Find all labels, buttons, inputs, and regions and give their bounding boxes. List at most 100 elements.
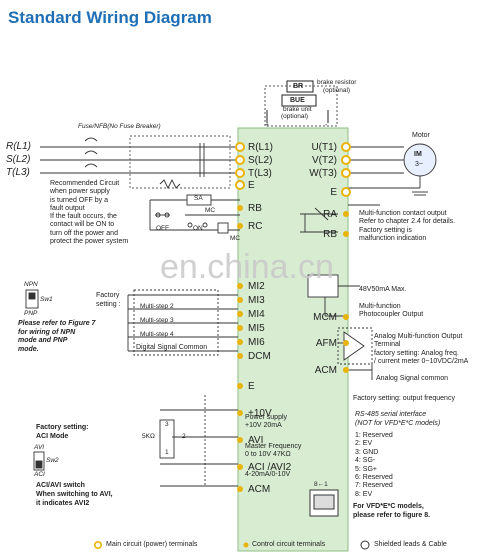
digital-signal-common-label: Digital Signal Common	[136, 344, 208, 351]
rs485-pin-item: 6: Reserved	[355, 474, 393, 482]
left-terminal-mi2-marker	[237, 283, 243, 289]
pot-pin-3: 3	[165, 421, 169, 428]
right-terminal-w-label: W(T3)	[309, 168, 337, 179]
relay-circuit	[149, 194, 240, 234]
left-terminal-acm-marker	[237, 486, 243, 492]
input-lines	[40, 135, 238, 190]
motor-label: Motor	[412, 132, 430, 139]
right-terminal-rb-marker	[343, 231, 349, 237]
page-title: Standard Wiring Diagram	[8, 8, 212, 27]
right-terminal-w-marker	[341, 168, 351, 178]
left-terminal-v10-label: +10V	[248, 408, 272, 419]
input-r-label: R(L1)	[6, 141, 32, 152]
left-terminal-avi-label: AVI	[248, 435, 264, 446]
right-terminal-e-label: E	[330, 187, 337, 198]
left-terminal-v10-marker	[237, 410, 243, 416]
right-terminal-mcm-label: MCM	[313, 312, 337, 323]
right-terminal-ra-marker	[343, 211, 349, 217]
photocoupler	[307, 274, 360, 317]
analog-common-desc: Analog Signal common	[376, 375, 448, 382]
freq-output-desc: Factory setting: output frequency	[353, 395, 455, 402]
pnp-label: PNP	[24, 310, 38, 317]
left-terminal-mi5-label: MI5	[248, 323, 265, 334]
left-terminal-e2-label: E	[248, 381, 255, 392]
left-terminal-mi2-label: MI2	[248, 281, 265, 292]
motor-graphic	[348, 143, 437, 206]
rs485-pin-item: 2: EV	[355, 440, 373, 448]
left-terminal-s-marker	[235, 155, 245, 165]
brake-unit-label: brake unit	[283, 106, 312, 113]
relay-output	[300, 207, 338, 233]
rs485-port-label: 8←1	[314, 481, 328, 488]
left-terminal-r-marker	[235, 142, 245, 152]
left-terminal-acm-label: ACM	[248, 484, 271, 495]
motor-phase-label: 3~	[415, 161, 423, 168]
optional-label-2: (optional)	[281, 113, 309, 120]
legend-main-terminals: Main circuit (power) terminals	[106, 541, 198, 548]
npn-switch	[25, 289, 39, 309]
right-terminal-acm-label: ACM	[314, 365, 337, 376]
npn-label: NPN	[24, 281, 38, 288]
watermark: en.china.cn	[160, 248, 334, 286]
left-terminal-mi6-label: MI6	[248, 337, 265, 348]
multistep-2-label: Multi-step 2	[140, 303, 174, 310]
rs485-pin-item: 1: Reserved	[355, 432, 393, 439]
mc-label-2: MC	[230, 235, 241, 242]
left-terminal-aci-marker	[237, 464, 243, 470]
left-terminal-mi4-label: MI4	[248, 309, 265, 320]
rs485-note: (NOT for VFD*E*C models)	[355, 420, 441, 427]
left-terminal-mi5-marker	[237, 325, 243, 331]
left-terminal-r-label: R(L1)	[248, 142, 274, 153]
right-terminal-afm-marker	[343, 340, 349, 346]
on-label: ON	[193, 225, 203, 232]
left-terminal-rb-marker	[237, 205, 243, 211]
v10-desc: Power supply+10V 20mA	[245, 414, 288, 430]
rs485-pin-item: 8: EV	[355, 490, 373, 498]
pot-pin-2: 2	[182, 433, 186, 440]
rs485-pin-item: 4: SG-	[355, 457, 376, 465]
right-terminal-v-marker	[341, 155, 351, 165]
multistep-switches	[127, 289, 238, 356]
left-terminal-rb-label: RB	[248, 203, 262, 214]
left-terminal-e1-label: E	[248, 180, 255, 191]
rs485-footer-1: For VFD*E*C models,	[353, 503, 424, 510]
brake-resistor-label: brake resistor	[317, 79, 357, 86]
legend-shielded: Shielded leads & Cable	[374, 541, 447, 548]
rs485-footer-2: please refer to figure 8.	[353, 512, 431, 519]
right-terminal-e-marker	[341, 187, 351, 197]
avi-sw-label: AVI	[34, 444, 45, 451]
left-terminal-dcm-marker	[237, 353, 243, 359]
legend-control-terminals: Control circuit terminals	[252, 541, 326, 548]
rs485-port	[309, 489, 339, 517]
sw1-label: Sw1	[40, 296, 53, 303]
minus-label: -	[325, 122, 328, 129]
input-t-label: T(L3)	[6, 167, 30, 178]
br-label: BR	[293, 83, 304, 90]
left-terminal-e2-marker	[237, 383, 243, 389]
analog-inputs	[33, 395, 238, 487]
rs485-title: RS-485 serial interface	[355, 411, 427, 418]
breaker-label: Fuse/NFB(No Fuse Breaker)	[78, 123, 161, 130]
brake-unit-box	[281, 94, 317, 107]
left-terminal-mi3-marker	[237, 297, 243, 303]
left-terminal-s-label: S(L2)	[248, 155, 273, 166]
sa-label: SA	[194, 195, 203, 202]
rs485-pin-item: 3: GND	[355, 448, 379, 456]
right-terminal-mcm-marker	[343, 314, 349, 320]
aci-sw-label: ACI	[34, 471, 45, 478]
mc-label-1: MC	[205, 207, 216, 214]
right-terminal-afm-label: AFM	[315, 338, 337, 349]
input-s-label: S(L2)	[6, 154, 31, 165]
sw2-label: Sw2	[46, 457, 59, 464]
voltage-note: 48V50mA Max.	[359, 286, 407, 293]
left-terminal-t-label: T(L3)	[248, 168, 272, 179]
